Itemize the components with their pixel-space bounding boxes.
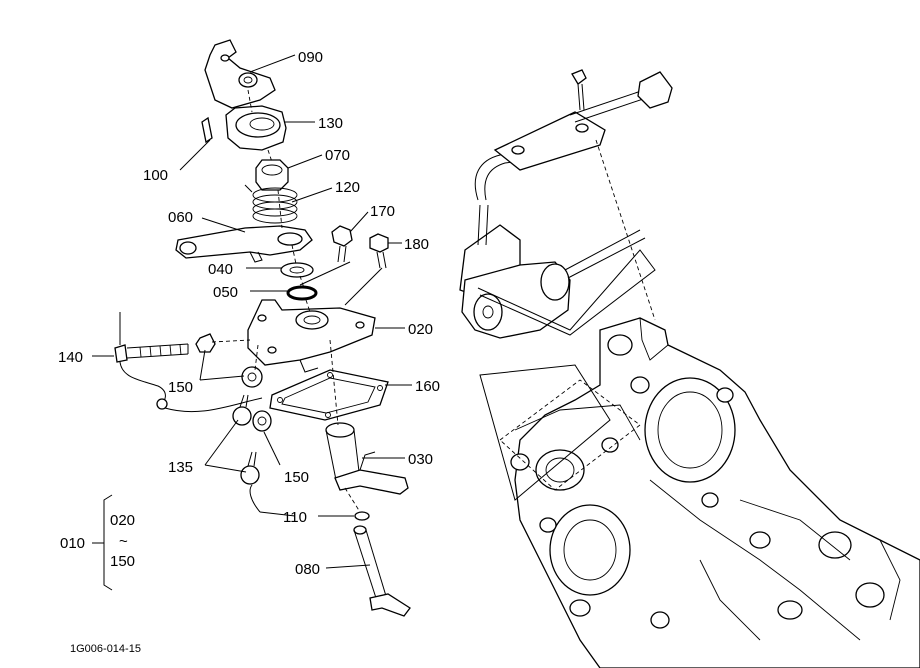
callout-140: 140 — [58, 349, 83, 366]
callout-110: 110 — [283, 509, 307, 526]
center-line — [267, 149, 273, 163]
range-from: 020 — [110, 512, 135, 529]
part-060-lever — [175, 225, 313, 263]
wire-end — [156, 398, 168, 410]
part-110-snap-ring — [354, 511, 370, 521]
engine-housing — [510, 317, 920, 668]
part-130-collar — [225, 105, 287, 151]
callout-160: 160 — [415, 378, 440, 395]
center-line — [247, 89, 253, 113]
part-040-washer — [280, 262, 314, 278]
callout-030: 030 — [408, 451, 433, 468]
center-line — [291, 244, 297, 265]
callout-040: 040 — [208, 261, 233, 278]
mounting-face-outline — [499, 379, 641, 491]
figure-code: 1G006-014-15 — [70, 643, 141, 655]
part-100-pin — [201, 116, 213, 144]
part-090-lever-bracket — [204, 39, 276, 109]
callout-100: 100 — [143, 167, 168, 184]
wire-run — [164, 397, 263, 413]
center-line — [277, 189, 283, 229]
callout-120: 120 — [335, 179, 360, 196]
part-070-nut — [255, 159, 289, 191]
callout-150-upper: 150 — [168, 379, 193, 396]
assembly-number: 010 — [60, 535, 85, 552]
part-050-o-ring — [286, 285, 318, 301]
callout-060: 060 — [168, 209, 193, 226]
callout-090: 090 — [298, 49, 323, 66]
center-line — [344, 487, 361, 513]
part-120-spring — [244, 184, 298, 224]
mount-area-outline — [479, 364, 611, 501]
solenoid-leader-box — [477, 249, 656, 336]
callout-180: 180 — [404, 236, 429, 253]
assembly-range-legend: 010 020 ~ 150 — [60, 494, 135, 591]
part-170-bolt — [331, 225, 353, 263]
part-080-shaft — [353, 525, 411, 617]
callout-135: 135 — [168, 459, 193, 476]
center-line — [329, 339, 339, 426]
range-separator: ~ — [119, 533, 128, 550]
range-to: 150 — [110, 553, 135, 570]
part-140-long-bolt — [114, 312, 216, 363]
part-160-gasket — [269, 369, 389, 421]
solenoid-assembly — [459, 69, 673, 339]
callout-170: 170 — [370, 203, 395, 220]
center-line — [305, 299, 311, 313]
callout-080: 080 — [295, 561, 320, 578]
center-line — [299, 275, 305, 289]
part-030-shaft-lever — [325, 422, 409, 495]
leader-lines — [92, 54, 412, 569]
part-020-housing — [247, 299, 376, 373]
bolt-center-line — [595, 139, 656, 321]
wire-loop — [119, 361, 166, 407]
part-150-bushing-lower — [252, 410, 272, 432]
part-150-bushing-upper — [241, 366, 263, 388]
callout-070: 070 — [325, 147, 350, 164]
callout-020: 020 — [408, 321, 433, 338]
callout-050: 050 — [213, 284, 238, 301]
callout-130: 130 — [318, 115, 343, 132]
center-line — [211, 339, 251, 343]
part-180-bolt — [369, 233, 389, 269]
callout-150-lower: 150 — [284, 469, 309, 486]
